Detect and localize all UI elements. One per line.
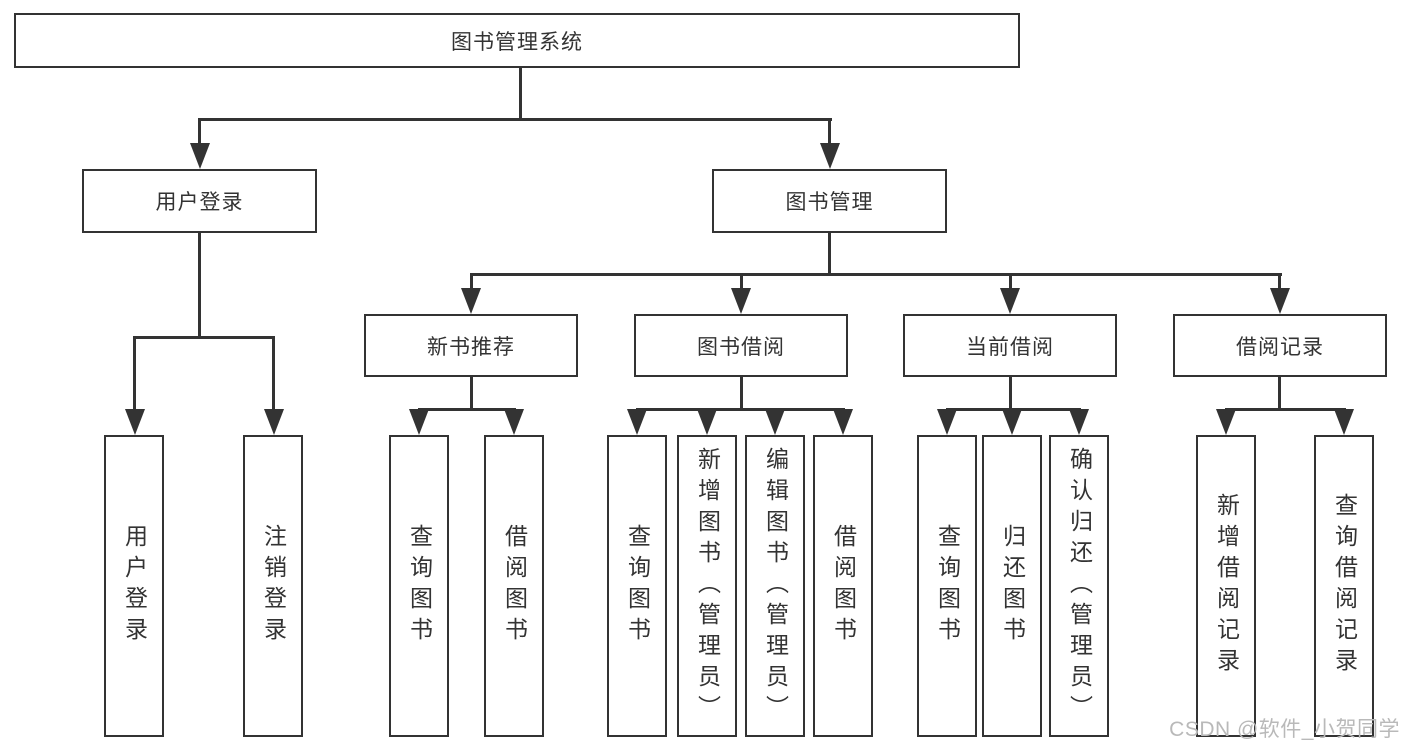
- arrowhead-book-mgmt: [820, 143, 840, 169]
- node-label: 借阅记录: [1236, 335, 1324, 359]
- arrowhead-current-borrow: [1000, 288, 1020, 314]
- leaf-query-books: 查询图书: [607, 435, 667, 737]
- connector-level3-rail: [470, 273, 1282, 276]
- arrowhead-leaf: [937, 409, 957, 435]
- node-label: 确认归还（管理员）: [1066, 446, 1093, 726]
- connector-book-mgmt-drop: [828, 118, 831, 148]
- leaf-borrow-books: 借阅图书: [484, 435, 544, 737]
- arrowhead-leaf: [1002, 409, 1022, 435]
- node-label: 当前借阅: [966, 335, 1054, 359]
- leaf-edit-books-admin: 编辑图书（管理员）: [745, 435, 805, 737]
- node-label: 图书管理: [785, 191, 874, 214]
- node-label: 新增借阅记录: [1213, 493, 1240, 679]
- connector-current-borrow-stem: [1009, 377, 1012, 411]
- arrowhead-leaf: [264, 409, 284, 435]
- node-root-system: 图书管理系统: [14, 13, 1020, 68]
- arrowhead-leaf: [409, 409, 429, 435]
- node-borrow-records: 借阅记录: [1173, 314, 1387, 377]
- connector-level3-drop: [740, 273, 743, 291]
- node-label: 查询图书: [934, 524, 961, 648]
- node-label: 用户登录: [121, 524, 148, 648]
- arrowhead-leaf: [504, 409, 524, 435]
- node-label: 查询借阅记录: [1331, 493, 1358, 679]
- node-label: 查询图书: [624, 524, 651, 648]
- connector-level3-drop: [470, 273, 473, 291]
- node-label: 图书借阅: [697, 335, 785, 359]
- connector-borrow-records-stem: [1278, 377, 1281, 411]
- leaf-add-books-admin: 新增图书（管理员）: [677, 435, 737, 737]
- node-label: 归还图书: [999, 524, 1026, 648]
- node-label: 借阅图书: [830, 524, 857, 648]
- node-label: 新书推荐: [427, 335, 515, 359]
- node-label: 新增图书（管理员）: [694, 446, 721, 726]
- arrowhead-borrow-records: [1270, 288, 1290, 314]
- leaf-borrow-books: 借阅图书: [813, 435, 873, 737]
- connector-level3-drop: [1278, 273, 1281, 291]
- leaf-return-books: 归还图书: [982, 435, 1042, 737]
- arrowhead-leaf: [833, 409, 853, 435]
- leaf-logout: 注销登录: [243, 435, 303, 737]
- node-label: 注销登录: [260, 524, 287, 648]
- csdn-watermark: CSDN @软件_小贺同学: [1169, 718, 1400, 741]
- node-label: 用户登录: [155, 191, 244, 214]
- arrowhead-leaf: [1069, 409, 1089, 435]
- arrowhead-leaf: [627, 409, 647, 435]
- connector-user-login-stem: [198, 233, 201, 338]
- arrowhead-leaf: [765, 409, 785, 435]
- arrowhead-book-borrow: [731, 288, 751, 314]
- leaf-add-borrow-record: 新增借阅记录: [1196, 435, 1256, 737]
- connector-borrow-records-rail: [1225, 408, 1346, 411]
- connector-user-login-drop: [198, 118, 201, 148]
- connector-level3-drop: [1009, 273, 1012, 291]
- arrowhead-user-login: [190, 143, 210, 169]
- node-new-book-recommend: 新书推荐: [364, 314, 578, 377]
- node-user-login: 用户登录: [82, 169, 317, 233]
- connector-book-borrow-rail: [636, 408, 845, 411]
- leaf-user-login: 用户登录: [104, 435, 164, 737]
- arrowhead-new-book: [461, 288, 481, 314]
- leaf-confirm-return-admin: 确认归还（管理员）: [1049, 435, 1109, 737]
- connector-new-book-rail: [418, 408, 516, 411]
- arrowhead-leaf: [1216, 409, 1236, 435]
- connector-new-book-stem: [470, 377, 473, 411]
- node-label: 编辑图书（管理员）: [762, 446, 789, 726]
- connector-book-mgmt-stem: [828, 233, 831, 276]
- node-label: 图书管理系统: [451, 30, 583, 54]
- leaf-query-books: 查询图书: [389, 435, 449, 737]
- node-book-management: 图书管理: [712, 169, 947, 233]
- connector-root-stem: [519, 68, 522, 120]
- arrowhead-leaf: [697, 409, 717, 435]
- node-label: 借阅图书: [501, 524, 528, 648]
- connector-leaf-drop: [133, 336, 136, 412]
- connector-user-login-rail: [133, 336, 275, 339]
- connector-book-borrow-stem: [740, 377, 743, 411]
- connector-level2-rail: [198, 118, 832, 121]
- connector-leaf-drop: [272, 336, 275, 412]
- node-label: 查询图书: [406, 524, 433, 648]
- node-current-borrow: 当前借阅: [903, 314, 1117, 377]
- arrowhead-leaf: [125, 409, 145, 435]
- leaf-query-borrow-record: 查询借阅记录: [1314, 435, 1374, 737]
- node-book-borrow: 图书借阅: [634, 314, 848, 377]
- arrowhead-leaf: [1334, 409, 1354, 435]
- leaf-query-books: 查询图书: [917, 435, 977, 737]
